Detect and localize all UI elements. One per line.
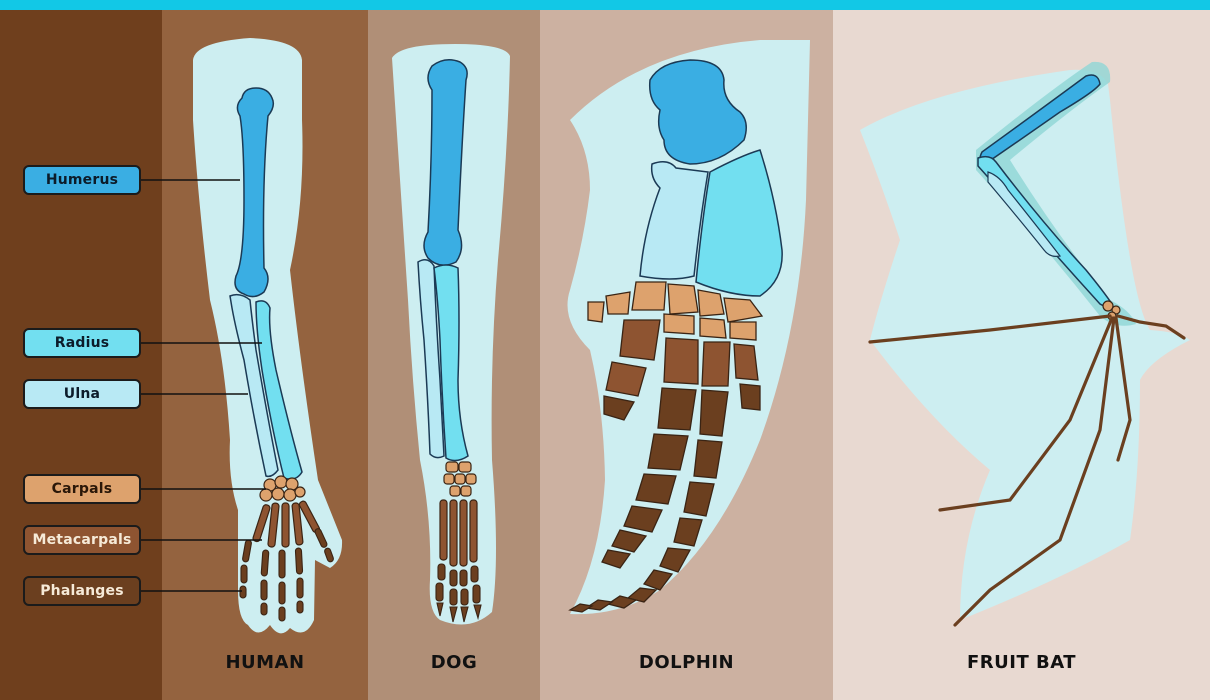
human-arm <box>193 38 342 633</box>
legend-humerus: Humerus <box>23 165 141 195</box>
legend-radius-label: Radius <box>55 335 110 351</box>
legend-metacarpals: Metacarpals <box>23 525 141 555</box>
legend-phalanges-label: Phalanges <box>40 583 124 599</box>
species-label-bat: FRUIT BAT <box>833 652 1210 673</box>
bat-wing <box>860 62 1190 625</box>
dolphin-flipper <box>568 40 811 614</box>
legend-radius: Radius <box>23 328 141 358</box>
species-label-human: HUMAN <box>162 652 368 673</box>
legend-humerus-label: Humerus <box>46 172 118 188</box>
legend-ulna-label: Ulna <box>64 386 100 402</box>
legend-carpals-label: Carpals <box>52 481 113 497</box>
legend-phalanges: Phalanges <box>23 576 141 606</box>
dog-leg <box>392 44 510 625</box>
species-label-dolphin: DOLPHIN <box>540 652 833 673</box>
legend-carpals: Carpals <box>23 474 141 504</box>
bat-wing-membrane <box>860 70 1190 620</box>
legend-ulna: Ulna <box>23 379 141 409</box>
species-label-dog: DOG <box>368 652 540 673</box>
legend-metacarpals-label: Metacarpals <box>32 532 131 548</box>
